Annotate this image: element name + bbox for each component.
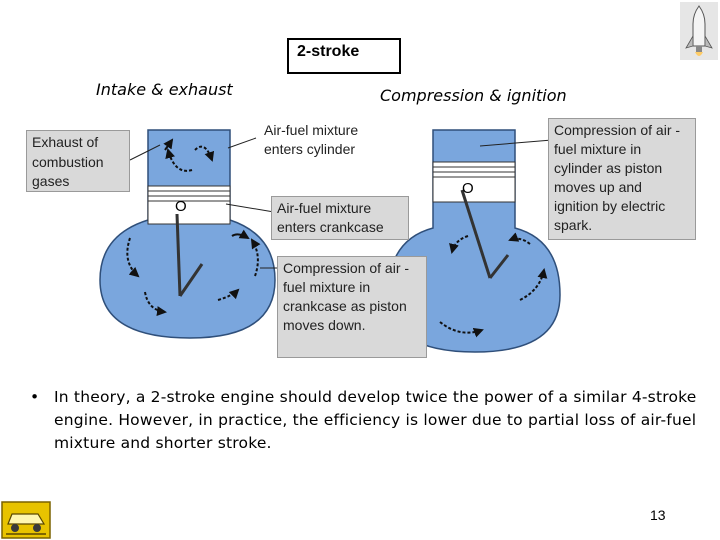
left-piston-label: O <box>175 198 187 215</box>
right-piston-label: O <box>462 180 474 197</box>
left-engine <box>99 129 276 339</box>
callout-enters-crankcase: Air-fuel mixture enters crankcase <box>271 196 409 240</box>
left-connecting-rod <box>175 213 182 297</box>
vehicle-logo-icon <box>0 496 52 540</box>
bullet-text: • In theory, a 2-stroke engine should dev… <box>30 386 714 455</box>
bullet-marker: • <box>30 388 40 406</box>
callout-exhaust: Exhaust of combustion gases <box>26 130 130 192</box>
page-number: 13 <box>650 507 666 523</box>
rocket-icon <box>680 2 718 60</box>
left-engine-body <box>99 129 276 339</box>
slide-title: 2-stroke <box>287 38 401 74</box>
heading-compression-ignition: Compression & ignition <box>380 86 567 105</box>
heading-intake-exhaust: Intake & exhaust <box>96 80 233 99</box>
callout-compression-ignition: Compression of air -fuel mixture in cyli… <box>548 118 696 240</box>
callout-enters-cylinder: Air-fuel mixture enters cylinder <box>258 118 386 162</box>
right-connecting-rod <box>460 189 492 279</box>
bullet-body: In theory, a 2-stroke engine should deve… <box>54 388 697 452</box>
right-piston <box>432 161 516 203</box>
left-piston <box>147 185 231 225</box>
callout-compression-crankcase: Compression of air -fuel mixture in cran… <box>277 256 427 358</box>
